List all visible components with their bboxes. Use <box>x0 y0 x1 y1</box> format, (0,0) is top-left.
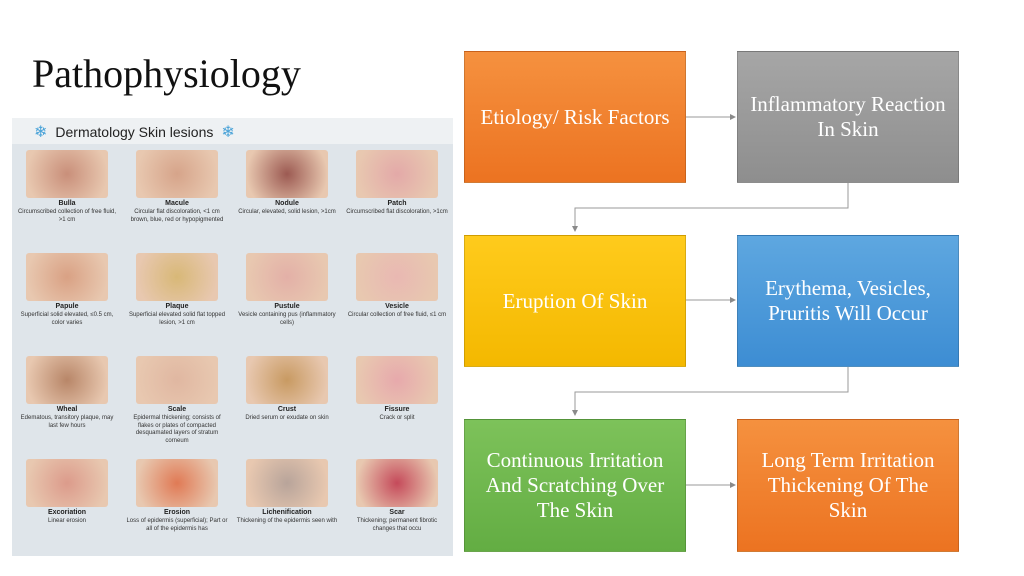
lesion-photo <box>136 253 218 301</box>
lesion-name: Excoriation <box>47 509 87 516</box>
lesion-description: Edematous, transitory plaque, may last f… <box>20 415 114 429</box>
lesion-description: Vesicle containing pus (inflammatory cel… <box>238 312 336 326</box>
lesion-name: Bulla <box>58 200 76 207</box>
lesion-description: Circumscribed flat discoloration, >1cm <box>346 209 448 215</box>
lesion-name: Nodule <box>275 200 299 207</box>
flow-box-inflammatory-reaction: Inflammatory Reaction In Skin <box>737 51 959 183</box>
lesion-photo <box>356 459 438 507</box>
lesion-photo <box>136 459 218 507</box>
lesion-description: Thickening of the epidermis seen with <box>236 518 338 524</box>
chart-heading: Dermatology Skin lesions <box>55 124 214 140</box>
lesion-description: Thickening; permanent fibrotic changes t… <box>356 518 438 532</box>
lesion-description: Circular collection of free fluid, ≤1 cm <box>347 312 447 318</box>
lesion-name: Vesicle <box>385 303 409 310</box>
lesion-description: Superficial elevated solid flat topped l… <box>128 312 226 326</box>
lesion-name: Fissure <box>384 406 410 413</box>
lesion-name: Patch <box>387 200 407 207</box>
lesion-description: Epidermal thickening; consists of flakes… <box>133 415 221 444</box>
lesion-name: Papule <box>55 303 79 310</box>
lesion-photo <box>136 356 218 404</box>
lesion-photo <box>26 459 108 507</box>
lesion-photo <box>356 253 438 301</box>
flow-box-etiology: Etiology/ Risk Factors <box>464 51 686 183</box>
arrow-4-5 <box>572 367 849 416</box>
lesion-description: Circular, elevated, solid lesion, >1cm <box>238 209 336 215</box>
lesion-name: Scale <box>167 406 187 413</box>
lesion-description: Linear erosion <box>47 518 87 524</box>
flow-box-long-term-irritation: Long Term Irritation Thickening Of The S… <box>737 419 959 552</box>
arrow-2-3 <box>572 183 849 232</box>
lesion-description: Loss of epidermis (superficial); Part or… <box>126 518 228 532</box>
lesion-name: Erosion <box>163 509 191 516</box>
lesion-name: Scar <box>389 509 405 516</box>
flow-box-continuous-irritation: Continuous Irritation And Scratching Ove… <box>464 419 686 552</box>
lesion-description: Crack or split <box>379 415 415 421</box>
lesion-photo <box>246 459 328 507</box>
snowflake-icon: ❄ <box>34 124 48 141</box>
snowflake-icon: ❄ <box>221 124 235 141</box>
lesion-description: Circular flat discoloration, <1 cm brown… <box>130 209 224 223</box>
lesion-photo <box>246 356 328 404</box>
slide-title: Pathophysiology <box>32 51 301 96</box>
lesion-photo <box>356 356 438 404</box>
lesion-photo <box>26 253 108 301</box>
lesion-description: Superficial solid elevated, ≤0.5 cm, col… <box>20 312 114 326</box>
lesion-description: Circumscribed collection of free fluid, … <box>17 209 117 223</box>
lesion-name: Wheal <box>56 406 78 413</box>
lesion-description: Dried serum or exudate on skin <box>245 415 329 421</box>
flow-box-eruption: Eruption Of Skin <box>464 235 686 367</box>
lesion-photo <box>246 150 328 198</box>
lesion-name: Pustule <box>274 303 300 310</box>
lesion-name: Plaque <box>165 303 189 310</box>
lesion-photo <box>26 150 108 198</box>
lesion-photo <box>136 150 218 198</box>
lesion-name: Lichenification <box>262 509 312 516</box>
lesion-name: Macule <box>165 200 189 207</box>
flow-box-erythema: Erythema, Vesicles, Pruritis Will Occur <box>737 235 959 367</box>
lesion-photo <box>246 253 328 301</box>
chart-header: ❄ Dermatology Skin lesions ❄ <box>34 121 235 143</box>
lesion-photo <box>26 356 108 404</box>
lesion-photo <box>356 150 438 198</box>
lesion-name: Crust <box>277 406 297 413</box>
